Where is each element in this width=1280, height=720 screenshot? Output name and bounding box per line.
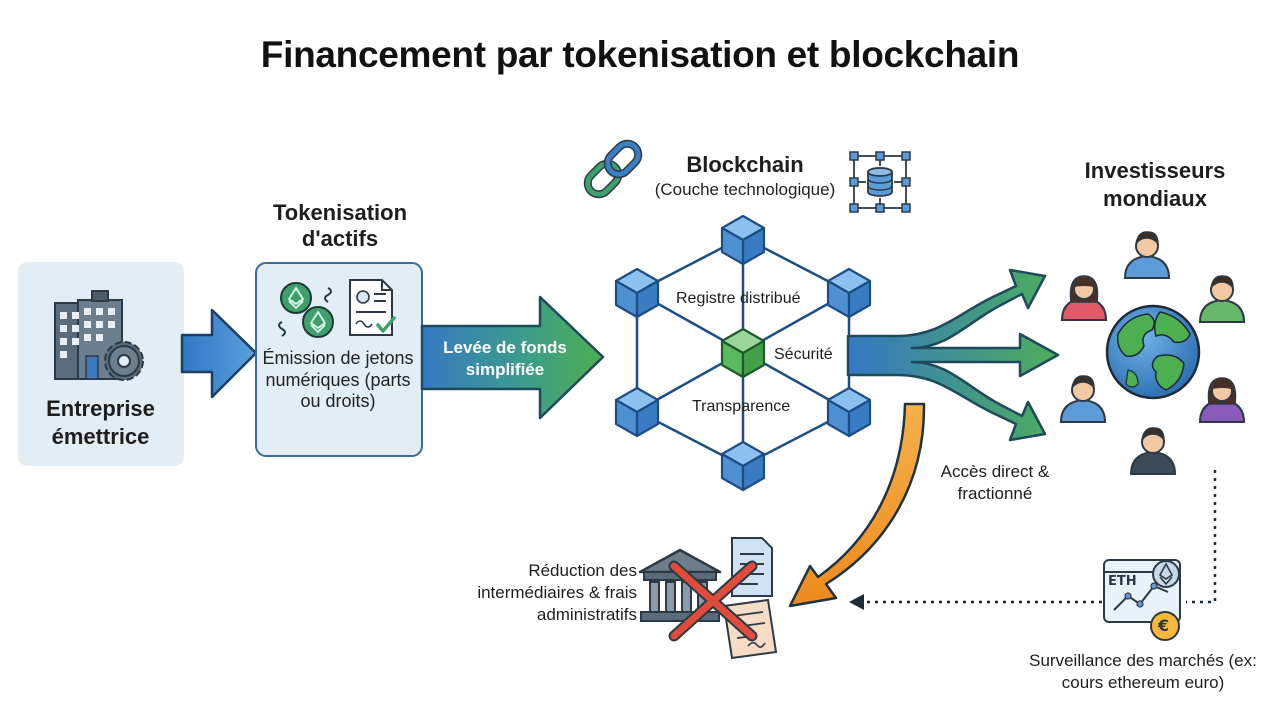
euro-coin-icon	[1150, 611, 1180, 641]
investors-title: Investisseurs mondiaux	[1084, 158, 1226, 211]
eth-ticker-label: ETH	[1108, 574, 1137, 589]
database-network-icon	[849, 151, 911, 213]
investor-avatar	[1199, 377, 1245, 423]
tokenization-description: Émission de jetons numériques (parts ou …	[262, 348, 414, 412]
fundraising-arrow	[420, 295, 605, 420]
chain-link-icon	[583, 139, 643, 199]
certificate-document-icon	[349, 279, 396, 336]
intermediaries-label: Réduction des intermédiaires & frais adm…	[477, 561, 637, 625]
cross-mark-icon	[668, 560, 758, 642]
investor-avatar	[1061, 275, 1107, 321]
issuer-to-token-arrow	[180, 308, 258, 399]
access-label: Accès direct & fractionné	[940, 462, 1050, 504]
node-label-transparency: Transparence	[692, 398, 791, 415]
investor-distribution-arrows	[846, 268, 1060, 442]
token-coins-icon	[278, 282, 334, 338]
blockchain-subtitle: (Couche technologique)	[654, 180, 836, 199]
market-watch-label: Surveillance des marchés (ex: cours ethe…	[1029, 651, 1257, 693]
blockchain-title: Blockchain	[686, 152, 804, 177]
globe-icon	[1105, 304, 1201, 400]
cost-reduction-arrow	[788, 402, 926, 608]
investor-avatar	[1060, 374, 1106, 423]
page-title: Financement par tokenisation et blockcha…	[260, 34, 1020, 75]
investor-avatar	[1199, 274, 1245, 323]
investor-avatar	[1130, 426, 1176, 475]
node-label-ledger: Registre distribué	[676, 290, 801, 307]
issuer-label: Entreprise émettrice	[46, 396, 155, 449]
investor-avatar	[1124, 230, 1170, 279]
building-gear-icon	[54, 290, 144, 381]
ethereum-coin-icon	[1152, 560, 1180, 588]
node-label-security: Sécurité	[774, 346, 833, 363]
tokenization-title: Tokenisation d'actifs	[272, 200, 408, 252]
market-watch-connector	[849, 470, 1217, 610]
euro-symbol: €	[1158, 616, 1170, 635]
fundraising-label: Levée de fonds simplifiée	[443, 338, 567, 380]
